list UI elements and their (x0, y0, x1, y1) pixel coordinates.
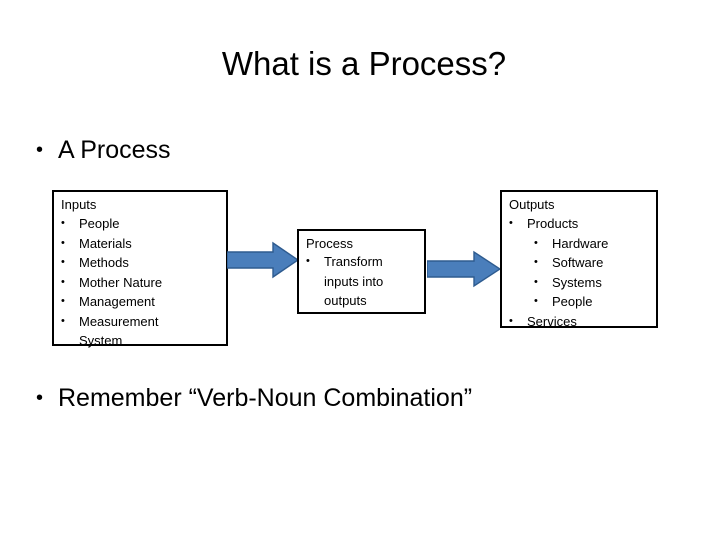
list-item: • Systems (534, 273, 653, 293)
list-item: • Services (509, 312, 653, 332)
bullet-glyph: • (36, 387, 44, 409)
list-item: • Management (61, 292, 223, 312)
bullet-glyph: • (306, 255, 310, 267)
body-bullet-remember: • Remember “Verb-Noun Combination” (36, 383, 472, 413)
bullet-glyph: • (61, 236, 65, 249)
list-item: • People (61, 214, 223, 234)
inputs-item-label: Management (79, 294, 155, 309)
bullet-glyph: • (36, 139, 44, 161)
list-item: • Hardware (534, 234, 653, 254)
process-list: • Transform inputs into outputs (306, 252, 421, 311)
list-item-continuation: • System (61, 331, 223, 351)
process-item-label: Transform inputs into outputs (324, 254, 384, 308)
arrow-inputs-to-process-icon (227, 241, 299, 279)
list-item: • Materials (61, 234, 223, 254)
outputs-item-label: Services (527, 313, 577, 329)
outputs-subitem-label: Software (552, 255, 604, 270)
list-item: • People (534, 292, 653, 312)
list-item: • Software (534, 253, 653, 273)
inputs-list: • People • Materials • Methods • Mother … (61, 214, 223, 351)
list-item: • Measurement (61, 312, 223, 332)
slide-title: What is a Process? (221, 45, 507, 82)
inputs-item-label: Methods (79, 255, 129, 270)
outputs-subitem-label: Hardware (552, 235, 609, 251)
bullet-glyph: • (534, 295, 538, 307)
inputs-item-label: Mother Nature (79, 274, 163, 290)
outputs-subitem-label: People (552, 294, 593, 309)
process-heading: Process (306, 236, 353, 251)
bullet-glyph: • (509, 314, 513, 327)
bullet-glyph: • (61, 295, 65, 307)
outputs-subitem-label: Systems (552, 274, 602, 290)
inputs-heading: Inputs (61, 197, 97, 212)
outputs-list: • Products • Hardware • Software • Syste… (509, 214, 653, 331)
bullet-glyph: • (61, 256, 65, 268)
body-bullet-label: Remember “Verb-Noun Combination” (58, 384, 473, 412)
inputs-box: Inputs • People • Materials • Methods • … (52, 190, 228, 348)
bullet-glyph: • (61, 275, 65, 288)
arrow-process-to-outputs-icon (427, 250, 501, 288)
outputs-products-sublist: • Hardware • Software • Systems • People (509, 234, 653, 312)
bullet-glyph: • (534, 236, 538, 249)
bullet-glyph: • (61, 314, 65, 327)
body-bullet-a-process: • A Process (36, 135, 171, 165)
bullet-glyph: • (534, 256, 538, 268)
outputs-heading: Outputs (509, 197, 555, 212)
bullet-glyph: • (534, 275, 538, 288)
list-item: • Products (509, 214, 653, 234)
inputs-item-continuation-label: System (79, 333, 123, 348)
outputs-item-label: Products (527, 216, 579, 231)
inputs-item-label: Materials (79, 235, 132, 251)
outputs-box: Outputs • Products • Hardware • Software (500, 190, 658, 331)
body-bullet-label: A Process (58, 136, 171, 164)
list-item: • Transform inputs into outputs (306, 252, 421, 311)
bullet-glyph: • (509, 217, 513, 229)
inputs-item-label: Measurement (79, 313, 159, 329)
inputs-item-label: People (79, 216, 120, 231)
list-item: • Methods (61, 253, 223, 273)
process-box: Process • Transform inputs into outputs (297, 229, 426, 314)
bullet-glyph: • (61, 217, 65, 229)
list-item: • Mother Nature (61, 273, 223, 293)
